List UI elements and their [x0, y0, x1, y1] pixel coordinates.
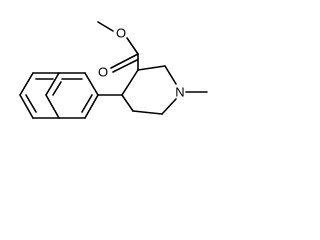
piperidine-ring: N — [121, 65, 208, 115]
bond-c6-c5 — [132, 110, 163, 115]
naph-double-4 — [25, 94, 37, 113]
ether-oxygen-label: O — [116, 26, 126, 41]
structure-diagram: O O N — [19, 21, 208, 119]
naph-double-3 — [52, 81, 62, 96]
bond-c3-c2 — [137, 65, 166, 71]
carbonyl-oxygen-label: O — [98, 65, 108, 80]
naphthalene-group — [19, 72, 99, 119]
naph-double-2 — [81, 94, 93, 113]
bond-c5-c4 — [121, 94, 134, 112]
naph-bond-4 — [45, 94, 60, 119]
bond-carbonyl-double-a — [110, 53, 139, 69]
naph-bond-8 — [19, 72, 34, 96]
bond-carbonyl-double-b — [112, 59, 138, 73]
bond-o-carbonyl — [126, 37, 139, 55]
naph-bond-1 — [84, 72, 99, 96]
bond-n-c6 — [161, 98, 177, 115]
naph-bond-3 — [45, 72, 60, 96]
methyl-ester-group: O O — [97, 21, 139, 80]
naph-bond-9 — [19, 94, 34, 119]
bond-methyl-o — [97, 21, 114, 32]
ring-nitrogen-label: N — [175, 85, 184, 100]
naph-bond-6 — [84, 94, 99, 119]
bond-c2-n — [164, 65, 177, 85]
bond-c4-c3 — [121, 69, 139, 96]
